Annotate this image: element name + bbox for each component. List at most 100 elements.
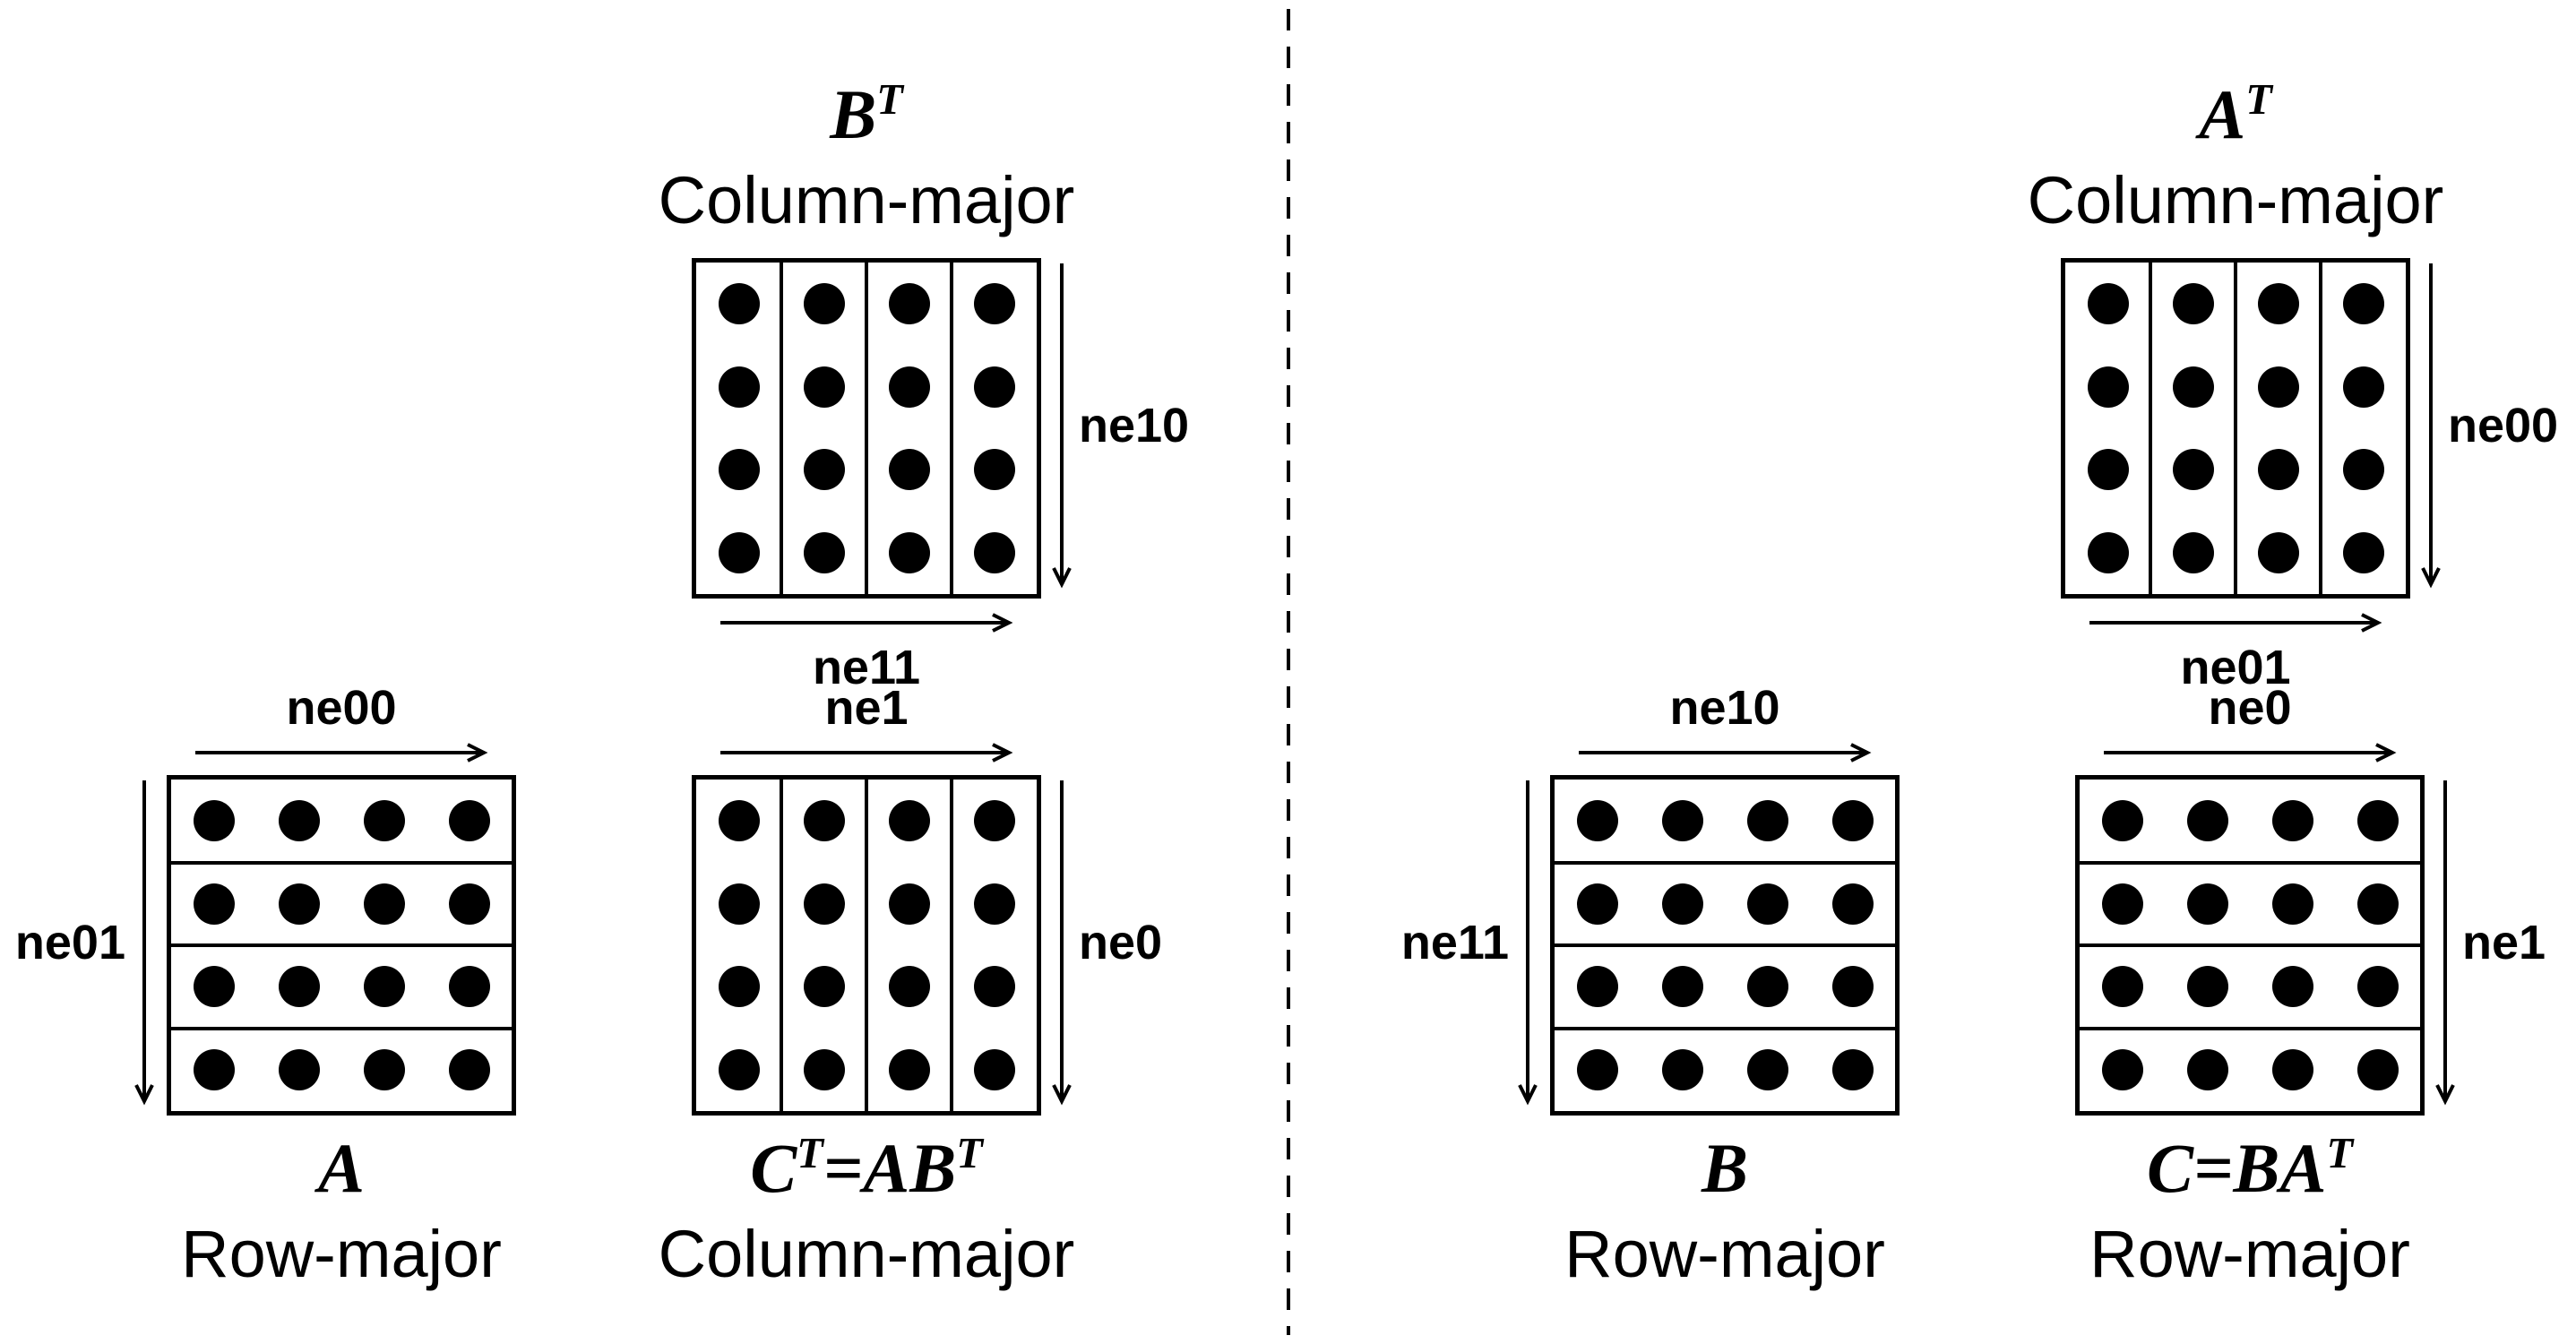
matrix-dot [193,800,235,842]
matrix-dot [718,883,760,925]
matrix-name-superscript: T [2245,76,2272,125]
matrix-box [1550,775,1900,1116]
matrix-dot [2257,366,2299,408]
dim-label-ne0: ne0 [2208,681,2292,735]
matrix-dot [888,800,930,842]
matrix-dot [1831,800,1874,842]
matrix-c-title: C=BAT Row-major [1802,1130,2576,1292]
matrix-a-transpose-title: AT Column-major [1788,76,2576,238]
column-divider-line [780,780,783,1111]
row-divider-line [2080,860,2420,865]
matrix-a: ne00 ne01 A Row-major [15,684,516,1291]
matrix-dot [973,800,1015,842]
matrix-dot [363,800,405,842]
matrix-box [692,258,1041,599]
matrix-dot [278,966,320,1008]
matrix-dot [2342,366,2384,408]
matrix-layout-label: Column-major [2027,163,2444,238]
matrix-layout-label: Row-major [2089,1216,2410,1291]
down-arrow-icon [1518,780,1538,1106]
top-arrow-group: ne1 [719,684,1014,764]
matrix-dot [1576,1048,1618,1090]
matrix-dot [1661,966,1703,1008]
matrix-dot [1746,1048,1788,1090]
matrix-dot [973,883,1015,925]
matrix-name-text: =AB [823,1129,957,1207]
matrix-dot [2257,283,2299,325]
dim-label-ne10: ne10 [1079,399,1190,452]
matrix-dot [803,800,845,842]
down-arrow-icon [2421,263,2441,589]
matrix-dot [888,449,930,491]
column-divider-line [2234,263,2237,594]
matrix-dot [193,883,235,925]
matrix-dot [803,531,845,573]
matrix-dot [2342,531,2384,573]
bottom-arrow-group: ne01 [2088,611,2383,692]
matrix-dot [718,449,760,491]
matrix-dot [448,1048,490,1090]
matrix-dot [1661,883,1703,925]
matrix-dot [448,883,490,925]
matrix-dot [1831,883,1874,925]
matrix-dot [803,283,845,325]
matrix-name-superscript: T [956,1130,983,1177]
row-divider-line [1555,1026,1895,1030]
matrix-c-transpose-title: CT=ABT Column-major [418,1130,1314,1292]
column-divider-line [2149,263,2152,594]
matrix-dot [2271,1048,2313,1090]
column-divider-line [950,263,953,594]
matrix-dot [888,283,930,325]
matrix-name: B [1277,1130,2173,1207]
matrix-dot [2186,966,2228,1008]
dim-label-ne01: ne01 [2180,641,2291,694]
matrix-layout-label: Column-major [658,1216,1075,1291]
matrix-dot [973,531,1015,573]
matrix-dot [2172,366,2214,408]
matrix-dot [2356,800,2399,842]
matrix-dot [2101,800,2143,842]
matrix-name-text: C [750,1129,797,1207]
matrix-dot [888,966,930,1008]
matrix-name: A [0,1130,789,1207]
row-divider-line [1555,860,1895,865]
matrix-name: AT [1788,76,2576,153]
matrix-dot [278,1048,320,1090]
column-divider-line [950,780,953,1111]
matrix-dot [448,800,490,842]
matrix-name: BT [418,76,1314,153]
matrix-dot [1576,966,1618,1008]
matrix-name-text: B [830,75,877,154]
dot-grid [1555,780,1895,1111]
row-divider-line [2080,943,2420,947]
matrix-b-transpose: BT Column-major ne10 ne11 [659,76,1189,692]
matrix-dot [2101,1048,2143,1090]
matrix-dot [2257,531,2299,573]
matrix-dot [1831,1048,1874,1090]
matrix-layout-label: Row-major [181,1216,502,1291]
row-divider-line [171,860,512,865]
matrix-dot [973,449,1015,491]
matrix-box [2061,258,2410,599]
matrix-dot [803,1048,845,1090]
dim-label-ne11: ne11 [1400,916,1509,969]
matrix-dot [803,883,845,925]
matrix-dot [803,449,845,491]
matrix-box [2075,775,2425,1116]
matrix-dot [1576,800,1618,842]
matrix-dot [2172,283,2214,325]
matrix-dot [1746,966,1788,1008]
matrix-dot [278,883,320,925]
matrix-dot [448,966,490,1008]
matrix-box [692,775,1041,1116]
matrix-dot [888,883,930,925]
matrix-name-superscript: T [797,1130,823,1177]
matrix-dot [1576,883,1618,925]
matrix-b: ne10 ne11 B Row-major [1401,684,1900,1291]
column-divider-line [780,263,783,594]
dim-label-ne10: ne10 [1669,681,1780,735]
bottom-arrow-group: ne11 [719,611,1014,692]
down-arrow-icon [1052,263,1072,589]
dot-grid [696,780,1037,1111]
